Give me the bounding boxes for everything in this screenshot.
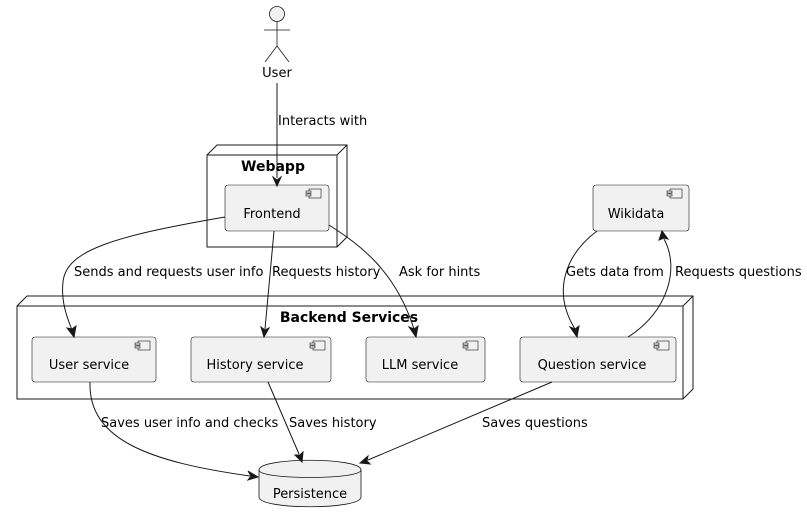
component-icon — [309, 340, 326, 351]
question-service-component: Question service — [519, 336, 677, 383]
edge-label-requests-questions: Requests questions — [675, 265, 802, 280]
user-actor: User — [262, 6, 292, 81]
edge-label-saves-history: Saves history — [289, 416, 377, 431]
component-icon — [134, 340, 151, 351]
edge-frontend-userservice: Sends and requests user info — [62, 216, 263, 339]
persistence-database: Persistence — [258, 459, 362, 508]
edge-label-saves-user-info: Saves user info and checks — [101, 416, 278, 431]
edge-user-frontend: Interacts with — [271, 83, 367, 188]
history-service-label: History service — [207, 358, 304, 373]
edge-questionservice-wikidata: Requests questions — [627, 229, 802, 338]
component-icon — [666, 188, 683, 199]
edge-wikidata-questionservice: Gets data from — [562, 230, 664, 339]
webapp-title: Webapp — [241, 159, 305, 175]
frontend-component: Frontend — [224, 184, 330, 232]
component-icon — [462, 340, 479, 351]
edge-label-requests-history: Requests history — [272, 265, 381, 280]
frontend-label: Frontend — [243, 207, 300, 222]
edge-label-interacts: Interacts with — [278, 114, 367, 129]
backend-services-node: Backend Services — [16, 295, 694, 400]
llm-service-component: LLM service — [365, 336, 486, 383]
component-icon — [305, 188, 322, 199]
component-icon — [653, 340, 670, 351]
wikidata-component: Wikidata — [592, 184, 690, 232]
edge-label-gets-data: Gets data from — [566, 265, 664, 280]
user-service-component: User service — [31, 336, 157, 383]
user-service-label: User service — [49, 358, 129, 373]
edge-label-ask-hints: Ask for hints — [399, 265, 481, 280]
wikidata-label: Wikidata — [608, 207, 665, 222]
edge-historyservice-persistence: Saves history — [267, 381, 377, 464]
edge-questionservice-persistence: Saves questions — [358, 381, 588, 465]
edge-label-saves-questions: Saves questions — [482, 416, 588, 431]
llm-service-label: LLM service — [382, 358, 458, 373]
user-actor-label: User — [262, 66, 292, 81]
persistence-label: Persistence — [273, 487, 347, 502]
edge-frontend-historyservice: Requests history — [260, 230, 381, 339]
history-service-component: History service — [190, 336, 332, 383]
edge-userservice-persistence: Saves user info and checks — [89, 381, 278, 481]
edge-frontend-llmservice: Ask for hints — [328, 224, 481, 339]
backend-services-title: Backend Services — [280, 310, 418, 326]
edge-label-sends-user-info: Sends and requests user info — [74, 265, 263, 280]
question-service-label: Question service — [538, 358, 647, 373]
